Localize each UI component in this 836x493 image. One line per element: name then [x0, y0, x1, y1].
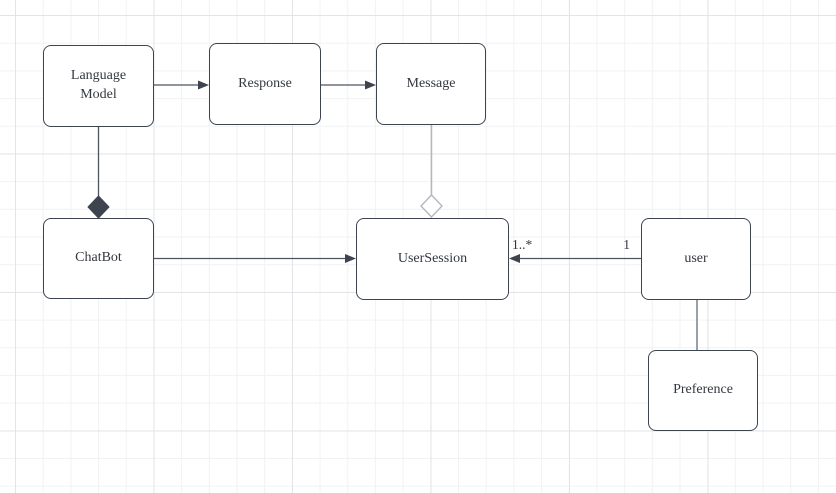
node-label: ChatBot: [75, 250, 122, 266]
node-language-model[interactable]: Language Model: [43, 45, 154, 127]
node-label: Response: [238, 75, 292, 91]
edge-language-model-to-response[interactable]: [154, 80, 209, 90]
edge-user-to-usersession[interactable]: [509, 254, 641, 263]
edge-multiplicity-label: 1..*: [512, 237, 533, 252]
node-response[interactable]: Response: [209, 43, 321, 125]
node-label: Message: [406, 75, 456, 91]
node-usersession[interactable]: UserSession: [356, 218, 509, 300]
node-chatbot[interactable]: ChatBot: [43, 218, 154, 299]
node-label: UserSession: [397, 250, 468, 266]
arrowhead: [198, 80, 209, 90]
node-preference[interactable]: Preference: [648, 350, 758, 431]
node-message[interactable]: Message: [376, 43, 486, 125]
edge-language-model-to-chatbot[interactable]: [87, 127, 110, 219]
node-user[interactable]: user: [641, 218, 751, 300]
node-label: user: [684, 250, 708, 266]
edge-response-to-message[interactable]: [321, 80, 376, 90]
arrowhead: [365, 80, 376, 90]
arrowhead: [345, 254, 356, 263]
edge-multiplicity-label: 1: [623, 237, 630, 252]
node-label: Language Model: [70, 68, 127, 102]
arrowhead: [509, 254, 520, 263]
edge-message-to-usersession[interactable]: [420, 125, 443, 219]
edge-chatbot-to-usersession[interactable]: [154, 254, 356, 263]
node-label: Preference: [673, 382, 733, 398]
aggregation-diamond-icon: [420, 193, 443, 219]
composition-diamond-icon: [87, 195, 110, 219]
